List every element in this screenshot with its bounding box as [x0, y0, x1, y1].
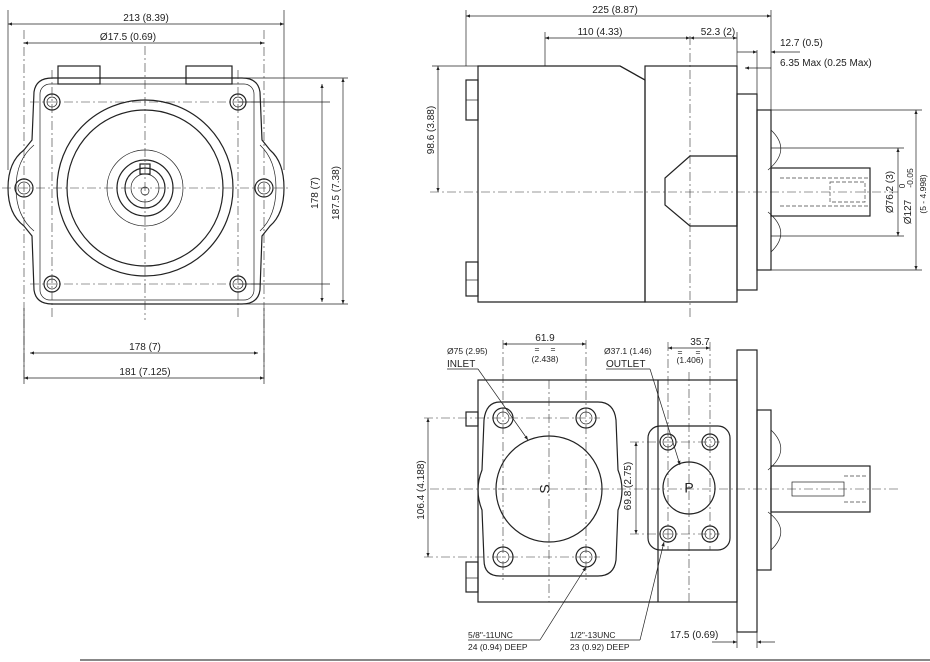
inlet-pad: [477, 401, 623, 577]
inlet-eq-right: =: [551, 344, 556, 354]
outlet-label: OUTLET: [606, 359, 645, 370]
outlet-dia-label: Ø37.1 (1.46): [604, 346, 652, 356]
port-mount-step: [756, 409, 772, 571]
dim-height-187: 187.5 (7.38): [331, 166, 342, 220]
outlet-eq-left: =: [678, 347, 683, 357]
dim-center-height: 98.6 (3.88): [426, 106, 437, 154]
port-left-boss-top: [465, 411, 479, 427]
front-body: [7, 77, 285, 305]
dim-inlet-spacing-in: (2.438): [532, 354, 559, 364]
side-port-notch: [664, 155, 738, 227]
dim-port-offset: 110 (4.33): [578, 27, 623, 38]
dim-flange-tol-lower: -0.05: [905, 168, 915, 188]
port-body: [477, 379, 738, 603]
port-view: S P 61.9 = = (2.438) 35.7 = =: [416, 333, 900, 652]
dim-pilot-dia: Ø76.2 (3): [885, 171, 896, 213]
inlet-eq-left: =: [535, 344, 540, 354]
dim-inlet-height: 106.4 (4.188): [416, 460, 427, 520]
side-view: 225 (8.87) 110 (4.33) 52.3 (2) 12.7 (0.5…: [426, 5, 928, 320]
dim-flange-thk: 17.5 (0.69): [670, 630, 718, 641]
front-inner-rect: [39, 83, 255, 301]
dim-width-overall: 213 (8.39): [123, 13, 169, 24]
side-left-boss-bottom: [465, 261, 479, 297]
dim-shaft-dia: Ø17.5 (0.69): [100, 32, 156, 43]
outlet-depth: 23 (0.92) DEEP: [570, 642, 630, 652]
port-left-boss-bottom: [465, 561, 479, 593]
dim-outlet-height: 69.8 (2.75): [623, 462, 634, 510]
dim-shaft-len: 12.7 (0.5): [780, 38, 823, 49]
dim-base-width: 181 (7.125): [119, 367, 170, 378]
dim-outlet-spacing: 35.7: [690, 337, 710, 348]
inlet-thread: 5/8"-11UNC: [468, 630, 513, 640]
dim-inlet-spacing: 61.9: [535, 333, 555, 344]
side-mount-flange: [756, 109, 772, 271]
dim-flange-dia: Ø127: [903, 199, 914, 224]
dim-flange-dia-in: (5 - 4.998): [918, 174, 928, 213]
outlet-eq-right: =: [696, 347, 701, 357]
side-body-right: [644, 65, 738, 303]
dim-flange-tol-upper: 0: [897, 183, 907, 188]
top-boss-right: [185, 65, 233, 85]
inlet-dia-label: Ø75 (2.95): [447, 346, 488, 356]
top-boss-left: [57, 65, 101, 85]
port-mount-flange: [736, 349, 758, 633]
dim-shaft-max: 6.35 Max (0.25 Max): [780, 58, 872, 69]
inlet-depth: 24 (0.94) DEEP: [468, 642, 528, 652]
front-view: 213 (8.39) Ø17.5 (0.69) 178 (7) 187.5 (7…: [2, 10, 348, 384]
dim-bolt-spacing: 178 (7): [129, 342, 161, 353]
dim-outlet-spacing-in: (1.406): [677, 355, 704, 365]
dim-port-to-mount: 52.3 (2): [701, 27, 735, 38]
outlet-thread: 1/2"-13UNC: [570, 630, 616, 640]
dim-height-178: 178 (7): [310, 177, 321, 209]
dim-length-overall: 225 (8.87): [592, 5, 638, 16]
side-body-left: [477, 65, 646, 303]
inlet-label: INLET: [447, 359, 475, 370]
